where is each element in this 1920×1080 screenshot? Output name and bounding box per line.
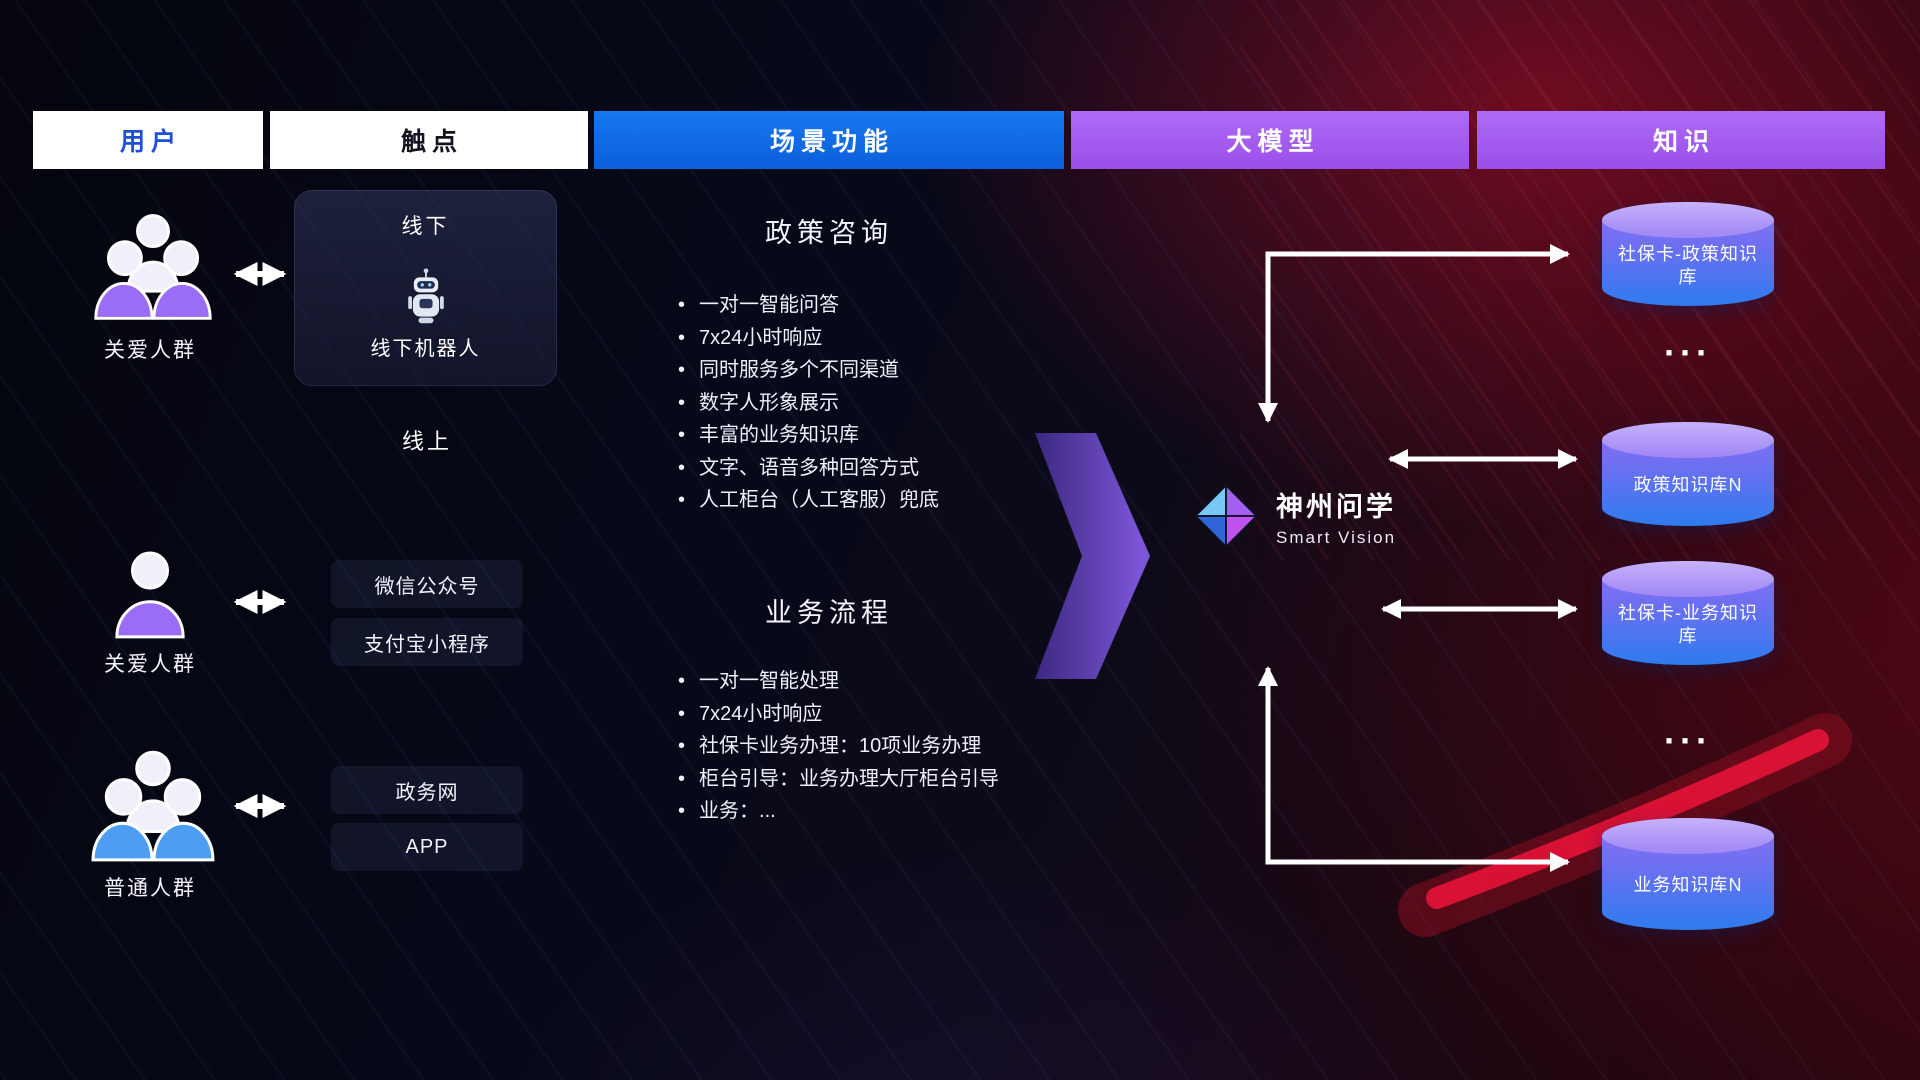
care-group-icon [94,214,212,320]
scene-bullet-item: 7x24小时响应 [678,322,939,355]
knowledge-db-cylinder: 业务知识库N [1602,818,1774,930]
header-touchpoints: 触点 [270,111,588,169]
bullet-text: 数字人形象展示 [699,391,840,414]
header-users: 用户 [33,111,263,169]
policy-consult-title: 政策咨询 [765,218,893,248]
channel-alipay-miniapp: 支付宝小程序 [331,618,523,666]
bullet-text: 文字、语音多种回答方式 [699,456,920,479]
header-scene-functions: 场景功能 [594,111,1064,169]
model-logo-block: 神州问学 Smart Vision [1190,480,1396,552]
bullet-text: 7x24小时响应 [699,326,823,349]
header-large-model: 大模型 [1071,111,1469,169]
policy-consult-list: 一对一智能问答 7x24小时响应 同时服务多个不同渠道 数字人形象展示 丰富的业… [678,289,939,517]
knowledge-ellipsis: ··· [1664,332,1712,373]
scene-bullet-item: 同时服务多个不同渠道 [678,354,939,387]
user-group-label: 关爱人群 [104,653,196,676]
knowledge-ellipsis: ··· [1664,720,1712,761]
user-group-label: 关爱人群 [104,339,196,362]
offline-robot-label: 线下机器人 [370,338,481,360]
model-subtitle: Smart Vision [1276,527,1397,547]
knowledge-db-label: 业务知识库N [1633,875,1743,896]
knowledge-db-label: 政策知识库N [1633,475,1743,496]
channel-gov-web: 政务网 [331,766,523,814]
bullet-text: 一对一智能处理 [699,670,840,692]
bullet-text: 社保卡业务办理：10项业务办理 [699,735,982,757]
scene-bullet-item: 数字人形象展示 [678,387,939,420]
knowledge-db-cylinder: 政策知识库N [1602,422,1774,526]
offline-touchpoint-panel: 线下 线下机器人 [294,190,557,386]
scene-bullet-item: 一对一智能处理 [678,665,999,698]
knowledge-db-cylinder: 社保卡-业务知识库 [1602,561,1774,665]
header-knowledge: 知识 [1477,111,1885,169]
robot-icon [407,268,444,324]
scene-bullet-item: 一对一智能问答 [678,289,939,322]
scene-bullet-item: 7x24小时响应 [678,698,999,731]
model-name: 神州问学 [1276,491,1396,522]
knowledge-db-label: 社保卡-业务知识库 [1618,602,1758,646]
online-title: 线上 [401,429,452,454]
scene-bullet-item: 文字、语音多种回答方式 [678,452,939,485]
bullet-text: 一对一智能问答 [699,294,840,316]
knowledge-db-label: 社保卡-政策知识库 [1618,243,1758,287]
scene-bullet-item: 人工柜台（人工客服）兜底 [678,484,939,517]
bullet-text: 丰富的业务知识库 [699,424,860,446]
logo-diamond-icon [1193,483,1259,549]
care-person-icon [115,551,185,639]
bullet-text: 7x24小时响应 [699,702,823,725]
user-group-label: 普通人群 [104,877,196,900]
bullet-text: 业务：... [699,800,776,822]
scene-bullet-item: 业务：... [678,795,999,828]
channel-wechat: 微信公众号 [331,560,523,608]
business-process-list: 一对一智能处理 7x24小时响应 社保卡业务办理：10项业务办理 柜台引导：业务… [678,665,999,828]
scene-bullet-item: 社保卡业务办理：10项业务办理 [678,730,999,763]
bullet-text: 人工柜台（人工客服）兜底 [699,489,940,511]
channel-app: APP [331,823,523,871]
knowledge-db-cylinder: 社保卡-政策知识库 [1602,202,1774,306]
business-process-title: 业务流程 [765,598,893,628]
general-group-icon [91,750,215,862]
bullet-text: 柜台引导：业务办理大厅柜台引导 [699,767,1000,790]
scene-bullet-item: 柜台引导：业务办理大厅柜台引导 [678,763,999,796]
scene-bullet-item: 丰富的业务知识库 [678,419,939,452]
offline-title: 线下 [401,215,450,238]
bullet-text: 同时服务多个不同渠道 [699,359,900,381]
